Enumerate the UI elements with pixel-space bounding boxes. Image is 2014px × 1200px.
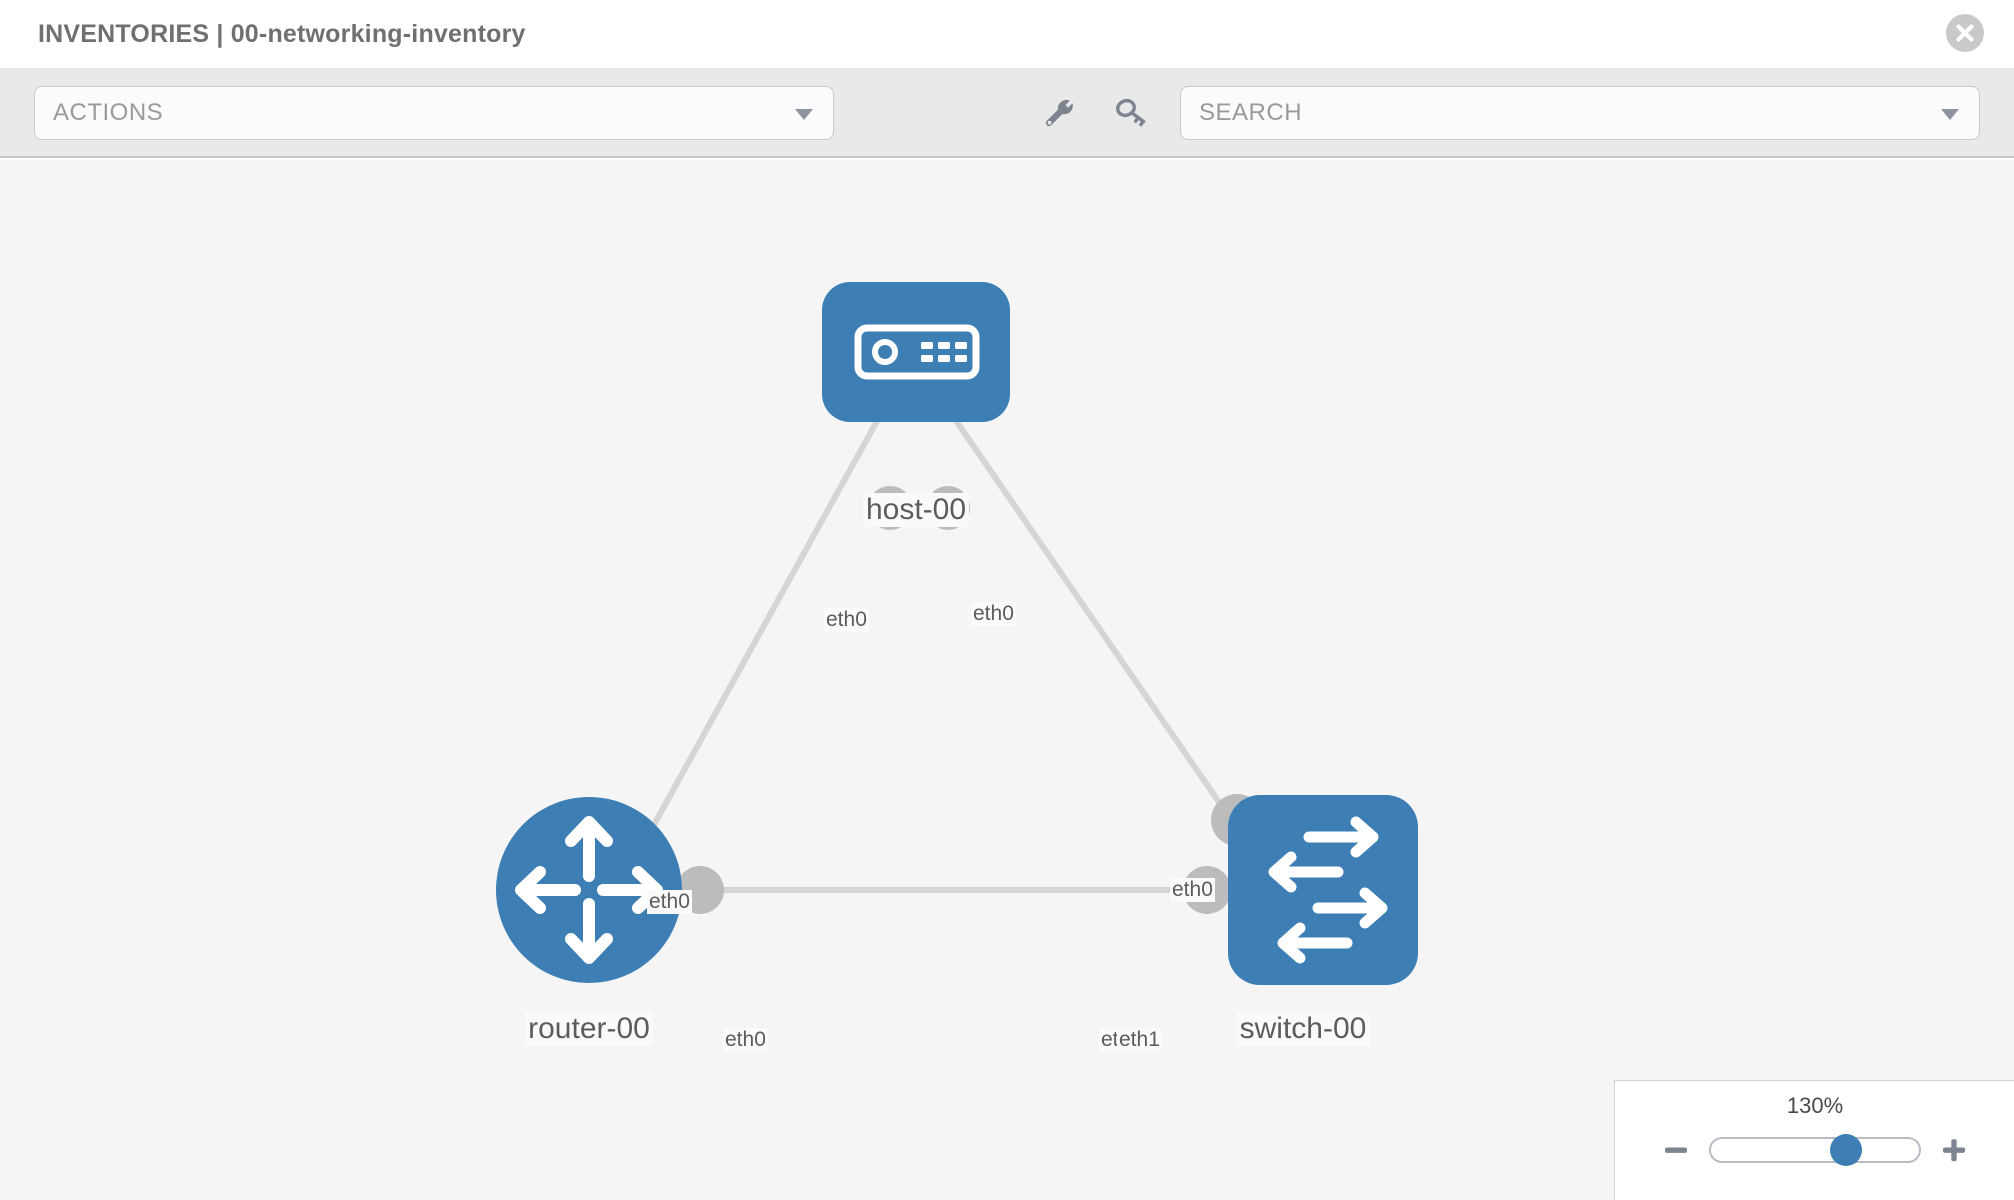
search-placeholder: SEARCH [1199,99,1303,126]
search-input[interactable]: SEARCH [1180,86,1980,140]
node-label-switch-00: switch-00 [1236,1012,1370,1046]
node-router-00[interactable] [496,797,682,983]
node-host-00[interactable] [822,282,1010,422]
interface-label-switch-eth1: eth1 [1117,1028,1162,1052]
interface-label-switch-host-eth0: eth0 [1170,878,1215,902]
interface-label-router-host-eth0: eth0 [647,890,692,914]
link-router-host [637,410,885,852]
topology-canvas[interactable]: host-00 router-00 switch-00 eth0 eth0 et… [0,160,2014,1200]
chevron-down-icon[interactable] [1941,109,1959,120]
page-title: INVENTORIES | 00-networking-inventory [38,19,526,48]
node-switch-00[interactable] [1228,795,1418,985]
zoom-in-button[interactable] [1937,1133,1971,1167]
interface-label-host-eth0-left: eth0 [824,608,869,632]
zoom-slider-track[interactable] [1709,1134,1921,1166]
interface-label-host-eth0-right: eth0 [971,602,1016,626]
actions-dropdown-label: ACTIONS [53,99,164,126]
close-icon[interactable] [1946,14,1984,52]
node-label-router-00: router-00 [525,1012,653,1046]
zoom-level-label: 130% [1786,1093,1844,1118]
toolbar-icon-group [1040,86,1150,140]
node-label-host-00: host-00 [862,493,970,527]
wrench-icon[interactable] [1040,94,1078,132]
toolbar: ACTIONS [0,68,2014,158]
page-header: INVENTORIES | 00-networking-inventory [0,0,2014,68]
switch-arrows-icon [1268,816,1388,964]
zoom-slider-thumb[interactable] [1830,1134,1863,1166]
zoom-control-panel: 130% [1614,1080,2014,1200]
router-arrows-icon [515,816,663,964]
zoom-slider-row [1615,1127,2014,1173]
chevron-down-icon [795,109,813,120]
server-chassis-icon [854,324,980,380]
topology-graph [496,282,1418,985]
key-icon[interactable] [1112,94,1150,132]
link-host-switch [947,410,1255,852]
zoom-out-button[interactable] [1659,1133,1693,1167]
actions-dropdown[interactable]: ACTIONS [34,86,834,140]
interface-label-router-eth0: eth0 [723,1028,768,1052]
